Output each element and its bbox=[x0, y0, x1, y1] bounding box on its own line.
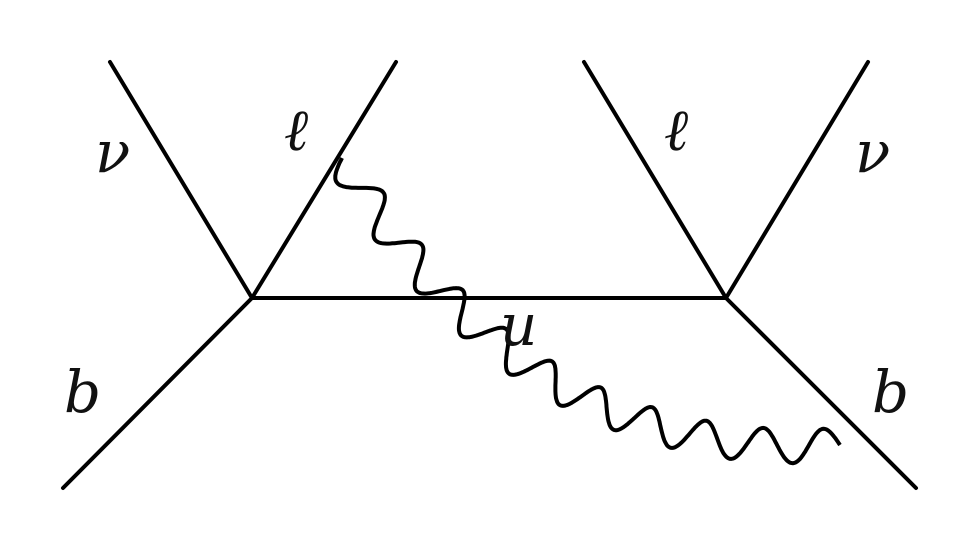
label-b-left: b bbox=[64, 358, 101, 426]
label-ell-right: ℓ bbox=[664, 96, 688, 164]
photon-wavy-line bbox=[333, 157, 842, 466]
right-ell-line bbox=[582, 60, 728, 300]
label-nu-left: ν bbox=[95, 118, 130, 186]
left-nu-line bbox=[108, 60, 254, 300]
label-u: u bbox=[500, 291, 537, 359]
right-nu-line bbox=[724, 60, 870, 300]
label-ell-left: ℓ bbox=[284, 96, 308, 164]
label-nu-right: ν bbox=[855, 118, 890, 186]
left-ell-line bbox=[250, 60, 398, 300]
label-b-right: b bbox=[872, 358, 909, 426]
left-b-line bbox=[61, 296, 254, 490]
right-b-line bbox=[724, 296, 918, 490]
